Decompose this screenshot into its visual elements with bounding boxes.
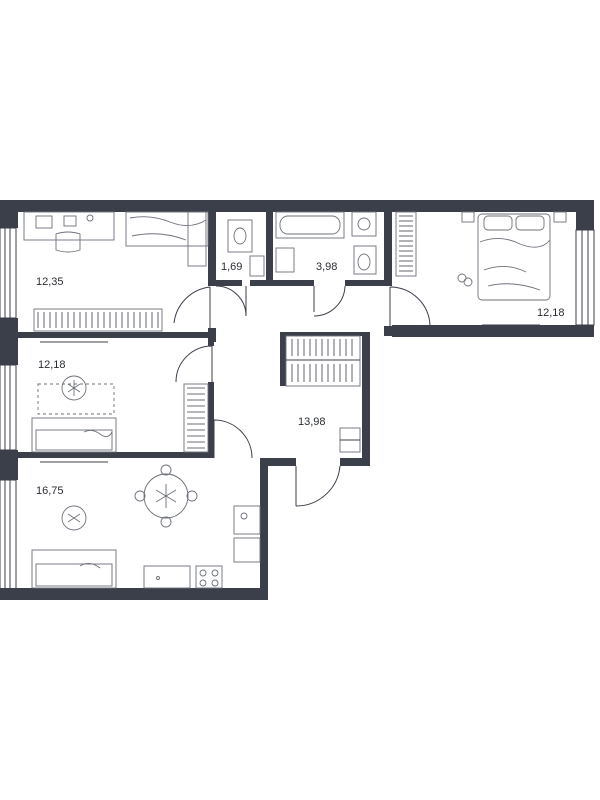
window-left-3 <box>0 479 17 591</box>
door-bedroom-left <box>173 286 211 328</box>
area-bedroom-middle: 12,18 <box>38 359 66 371</box>
wc-bath-fixtures <box>227 211 377 277</box>
kitchen-living-furniture <box>31 461 261 589</box>
area-bedroom-right: 12,18 <box>537 307 565 319</box>
bedroom-middle-furniture <box>31 341 209 453</box>
windows <box>0 227 595 591</box>
door-bedroom-right <box>389 286 431 327</box>
door-entrance <box>295 465 341 507</box>
bedroom-right-furniture <box>395 211 567 326</box>
area-hallway: 13,98 <box>298 416 326 428</box>
window-left-1 <box>0 227 17 319</box>
hallway-furniture <box>285 335 361 453</box>
area-bathroom: 3,98 <box>316 261 337 273</box>
doors <box>173 285 431 507</box>
door-wc <box>215 285 247 317</box>
area-bedroom-left: 12,35 <box>36 276 64 288</box>
window-right-1 <box>575 229 595 326</box>
walls <box>0 200 594 600</box>
door-kitchen <box>213 419 253 459</box>
window-left-2 <box>0 364 17 451</box>
area-wc: 1,69 <box>221 261 242 273</box>
door-bath <box>313 285 346 317</box>
door-bedroom-middle <box>175 345 213 383</box>
bedroom-left-furniture <box>23 211 209 332</box>
area-kitchen-living: 16,75 <box>36 485 64 497</box>
